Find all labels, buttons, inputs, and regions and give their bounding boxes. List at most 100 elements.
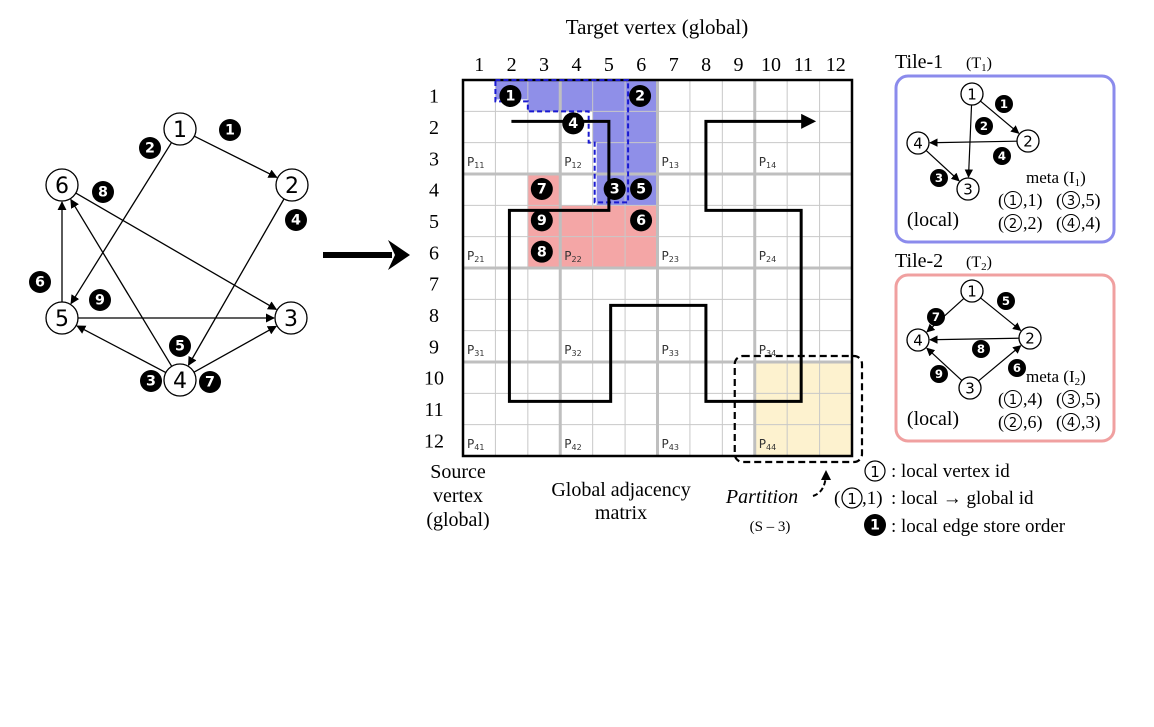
graph-edge-badge-8-circle: [92, 181, 114, 203]
partition-label-p21: P21: [467, 249, 484, 264]
tile2-edge-badge-5: 5: [997, 292, 1015, 310]
source-label-line-3: (global): [426, 509, 489, 531]
tile2-vertex-4: 4: [906, 328, 930, 352]
partition-label-sub: 33: [669, 349, 679, 358]
graph-vertex-3: 3: [274, 301, 308, 335]
meta-local-circle: [1062, 390, 1080, 408]
graph-vertex-1: 1: [163, 112, 197, 146]
graph-edge-5: [193, 325, 277, 373]
tile1-edge-badge-3-circle: [930, 169, 948, 187]
tile2-edge-badge-8-circle: [972, 340, 990, 358]
partition-label-p11: P11: [467, 155, 484, 170]
row-label-11: 11: [424, 399, 443, 421]
tile2-vertex-2: 2: [1018, 326, 1042, 350]
graph-edge-badge-5-label: 5: [175, 339, 185, 355]
graph-edge-badge-8: 8: [92, 181, 114, 203]
partition-label-sub: 14: [766, 161, 776, 170]
graph-edge-badge-9-circle: [89, 289, 111, 311]
col-label-6: 6: [636, 54, 646, 76]
graph-vertex-3-circle: [274, 301, 308, 335]
tile2-edge-badge-9-circle: [930, 365, 948, 383]
tile2-vertex-1-circle: [960, 279, 984, 303]
graph-edge-2: [70, 142, 173, 305]
tile1-local-label: (local): [907, 209, 959, 231]
partition-label-sub: 31: [474, 349, 484, 358]
partition-p44-fill: [754, 362, 852, 456]
row-label-3: 3: [429, 148, 439, 170]
legend-item-2-text: : local → global id: [891, 488, 1034, 509]
meta-local-id: 1: [1009, 194, 1017, 209]
tile2-edge-4: [929, 335, 1020, 344]
meta-paren-open: (: [1056, 190, 1062, 211]
tile1-vertex-3-label: 3: [963, 180, 973, 198]
partition-label-p12: P12: [564, 155, 581, 170]
row-label-9: 9: [429, 336, 439, 358]
row-label-6: 6: [429, 242, 439, 264]
tile2-vertex-3-label: 3: [965, 379, 975, 397]
col-label-2: 2: [507, 54, 517, 76]
tile2-edge-badge-7-circle: [927, 308, 945, 326]
tile1-vertex-4: 4: [906, 131, 930, 155]
matrix-edge-badge-1: 1: [499, 85, 522, 107]
tile2-vertex-3-circle: [958, 376, 982, 400]
tile1-edge-badge-2-label: 2: [980, 119, 988, 133]
tile2-edge-badge-6: 6: [1008, 359, 1026, 377]
tile2-edge-badge-9: 9: [930, 365, 948, 383]
partition-label-p32: P32: [564, 343, 581, 358]
tile2-edge-2: [978, 345, 1022, 382]
row-label-4: 4: [429, 180, 439, 202]
tile2-edge-badge-7: 7: [927, 308, 945, 326]
partition-label-p33: P33: [662, 343, 679, 358]
meta-local-circle: [1004, 390, 1022, 408]
graph-edge-badge-3: 3: [140, 370, 162, 392]
matrix-border: [461, 78, 854, 458]
graph-edge-badge-6-circle: [29, 271, 51, 293]
graph-vertex-2-circle: [275, 168, 309, 202]
graph-edge-badge-1-label: 1: [225, 123, 235, 139]
tile2-meta-pair-2: (3 ,5): [1056, 389, 1101, 410]
meta-local-id: 2: [1009, 217, 1017, 232]
partition-label-p31: P31: [467, 343, 484, 358]
col-label-8: 8: [701, 54, 711, 76]
partition-pointer: [812, 470, 831, 497]
graph-vertex-1-label: 1: [173, 118, 187, 143]
legend-pair-symbol: 1: [847, 490, 857, 508]
tile1-edge-badge-4-circle: [993, 147, 1011, 165]
meta-local-circle: [1062, 413, 1080, 431]
partition-label-sub: 32: [572, 349, 582, 358]
tile2-meta-pair-4: (4,3): [1056, 412, 1101, 433]
traversal-path: [507, 113, 817, 403]
tile1-title-sub-close: ): [987, 55, 992, 72]
graph-edge-badge-2-label: 2: [145, 141, 155, 157]
partition-label-p24: P24: [759, 249, 776, 264]
matrix-edge-badge-5: 5: [630, 178, 653, 200]
tile1-meta-close: ): [1080, 168, 1086, 187]
meta-paren-open: (: [1056, 389, 1062, 410]
legend-paren-open: (: [834, 488, 840, 509]
tile1-edge-1: [980, 100, 1020, 134]
legend-vertex-symbol: 1: [870, 463, 880, 481]
tile1-vertex-3: 3: [956, 177, 980, 201]
meta-global-id: ,5): [1081, 389, 1101, 410]
col-label-10: 10: [761, 54, 781, 76]
tile1-vertex-1-label: 1: [967, 85, 977, 103]
tile2-edge-badge-8-label: 8: [977, 342, 985, 356]
graph-vertex-4: 4: [163, 363, 197, 397]
matrix-edge-badge-3-label: 3: [610, 182, 620, 198]
tile2-title-sub-close: ): [987, 254, 992, 271]
matrix-top-title: Target vertex (global): [566, 15, 748, 39]
tile1-vertex-4-circle: [906, 131, 930, 155]
tile1-edge-badge-3-label: 3: [935, 171, 943, 185]
graph-edge-8: [75, 192, 278, 311]
meta-local-id: 3: [1067, 393, 1075, 408]
graph-edge-badge-2: 2: [139, 137, 161, 159]
meta-local-id: 2: [1009, 416, 1017, 431]
graph-edge-7: [70, 198, 173, 367]
partition-label-sub: 23: [669, 255, 679, 264]
graph-edge-4: [187, 198, 285, 367]
tile2-meta-close: ): [1080, 367, 1086, 386]
graph-edge-badge-9: 9: [89, 289, 111, 311]
tile2-edge-badge-6-label: 6: [1013, 361, 1021, 375]
tile2-vertex-4-circle: [906, 328, 930, 352]
